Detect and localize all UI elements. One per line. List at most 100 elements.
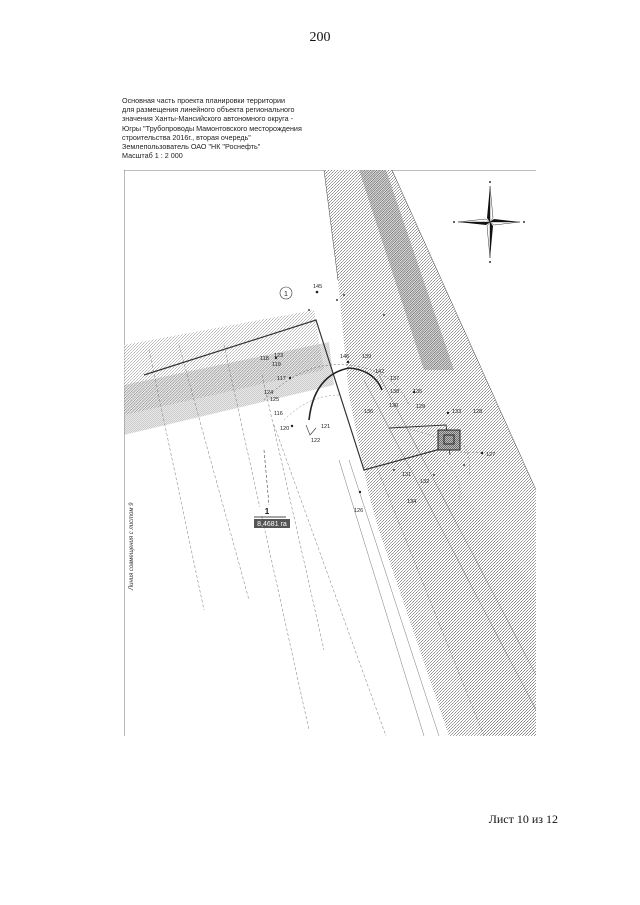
zone-circle-text: 1 bbox=[284, 291, 288, 298]
point-label-139: 139 bbox=[362, 354, 371, 360]
point-marker bbox=[290, 424, 294, 428]
pad-dotted-arc bbox=[457, 439, 470, 476]
point-label-129: 129 bbox=[416, 404, 425, 410]
parcel-area: 8,4681 га bbox=[257, 521, 287, 528]
label-leader bbox=[263, 449, 270, 506]
well-pad bbox=[437, 429, 461, 451]
survey-line-2 bbox=[178, 344, 250, 601]
point-label-127: 127 bbox=[486, 452, 495, 458]
point-label-131: 131 bbox=[402, 472, 411, 478]
compass-n-dot bbox=[489, 181, 491, 183]
corridor-hatched-lower bbox=[376, 440, 536, 736]
corridor-edge-b bbox=[391, 170, 536, 491]
pipeline-line-2 bbox=[378, 374, 536, 676]
compass-west-light bbox=[457, 218, 491, 223]
point-label-118: 118 bbox=[260, 356, 269, 362]
mark bbox=[463, 464, 465, 466]
point-label-135: 135 bbox=[413, 389, 422, 395]
point-label-124: 124 bbox=[264, 390, 273, 396]
point-label-120: 120 bbox=[280, 426, 289, 432]
corridor-edge-a bbox=[323, 170, 339, 281]
point-marker bbox=[480, 451, 484, 455]
parcel-number: 1 bbox=[265, 507, 270, 516]
point-label-132: 132 bbox=[420, 479, 429, 485]
survey-line-5 bbox=[273, 424, 387, 736]
point-marker bbox=[412, 390, 416, 394]
point-label-130: 130 bbox=[389, 403, 398, 409]
title-line-2: для размещения линейного объекта региона… bbox=[122, 105, 295, 115]
point-marker bbox=[346, 360, 350, 364]
pipeline-line-1 bbox=[363, 379, 536, 711]
point-label-142: 142 bbox=[375, 369, 384, 375]
parcel-tag: 1 8,4681 га bbox=[254, 507, 290, 528]
point-label-117: 117 bbox=[277, 376, 286, 382]
pipeline-line-5 bbox=[373, 459, 485, 736]
title-line-3: значения Ханты-Мансийского автономного о… bbox=[122, 114, 293, 124]
point-label-123: 123 bbox=[274, 353, 283, 359]
corridor-hatched-dense bbox=[359, 170, 454, 370]
mark bbox=[343, 294, 345, 296]
mark bbox=[433, 474, 435, 476]
zone-circle bbox=[279, 286, 293, 300]
left-band-dense bbox=[124, 342, 334, 435]
pad-leader-127 bbox=[459, 451, 485, 454]
title-line-5: строительства 2016г., вторая очередь" bbox=[122, 132, 251, 142]
point-label-128: 128 bbox=[473, 409, 482, 415]
mark bbox=[393, 469, 395, 471]
compass-w-dot bbox=[453, 221, 455, 223]
parcel-number-bg bbox=[256, 507, 278, 516]
sheet-label: Лист 10 из 12 bbox=[488, 812, 558, 826]
point-label-134: 134 bbox=[407, 499, 416, 505]
compass-rose-icon bbox=[453, 181, 525, 263]
point-label-125: 125 bbox=[270, 397, 279, 403]
point-label-126: 126 bbox=[354, 508, 363, 514]
dotted-arc-1 bbox=[263, 364, 410, 406]
scale-line: Масштаб 1 : 2 000 bbox=[122, 151, 183, 161]
scattered-marks bbox=[308, 294, 465, 476]
zone-circle-label: 1 bbox=[279, 286, 293, 300]
title-line-4: Югры "Трубопроводы Мамонтовского месторо… bbox=[122, 123, 302, 133]
compass-north-light bbox=[489, 185, 494, 223]
point-label-136: 136 bbox=[364, 409, 373, 415]
survey-line-1 bbox=[148, 349, 205, 611]
compass-e-dot bbox=[523, 221, 525, 223]
arc-end-mark bbox=[305, 424, 317, 436]
point-label-119: 119 bbox=[272, 362, 281, 368]
survey-line-3 bbox=[223, 344, 310, 731]
well-pad-inner bbox=[443, 434, 455, 445]
pipeline-line-3 bbox=[338, 459, 425, 736]
compass-s-dot bbox=[489, 261, 491, 263]
point-marker bbox=[315, 290, 319, 294]
point-marker bbox=[288, 376, 292, 380]
survey-line-4 bbox=[261, 374, 325, 651]
map-canvas: 1 8,4681 га 1 145 118 123 119 117 124 12… bbox=[124, 170, 536, 736]
mark bbox=[383, 314, 385, 316]
map-title-block: Основная часть проекта планировки террит… bbox=[122, 96, 362, 160]
point-label-116: 116 bbox=[274, 411, 283, 417]
land-user-line: Землепользователь ОАО "НК "Роснефть" bbox=[122, 142, 261, 152]
road-strip bbox=[339, 470, 436, 736]
parcel-area-bg bbox=[254, 519, 290, 528]
point-labels: 145 118 123 119 117 124 125 116 120 121 … bbox=[260, 284, 495, 514]
point-marker bbox=[274, 356, 278, 360]
point-label-146: 146 bbox=[340, 354, 349, 360]
parcel-boundary bbox=[143, 319, 445, 471]
pipeline-line-4 bbox=[348, 459, 440, 736]
compass-south-light bbox=[486, 221, 491, 259]
title-line-1: Основная часть проекта планировки террит… bbox=[122, 96, 285, 105]
dotted-arc-2 bbox=[283, 394, 340, 421]
map-frame: 1 8,4681 га 1 145 118 123 119 117 124 12… bbox=[124, 170, 536, 736]
arc-boundary bbox=[308, 367, 383, 421]
point-label-138: 138 bbox=[390, 389, 399, 395]
mark bbox=[336, 299, 338, 301]
page-number: 200 bbox=[309, 30, 331, 45]
point-label-122: 122 bbox=[311, 438, 320, 444]
dotted-arc-4 bbox=[443, 459, 461, 501]
point-label-137: 137 bbox=[390, 376, 399, 382]
point-label-145: 145 bbox=[313, 284, 322, 290]
mark bbox=[308, 309, 310, 311]
compass-east-light bbox=[489, 221, 521, 226]
point-marker bbox=[446, 411, 450, 415]
point-marker bbox=[358, 490, 362, 494]
point-label-121: 121 bbox=[321, 424, 330, 430]
